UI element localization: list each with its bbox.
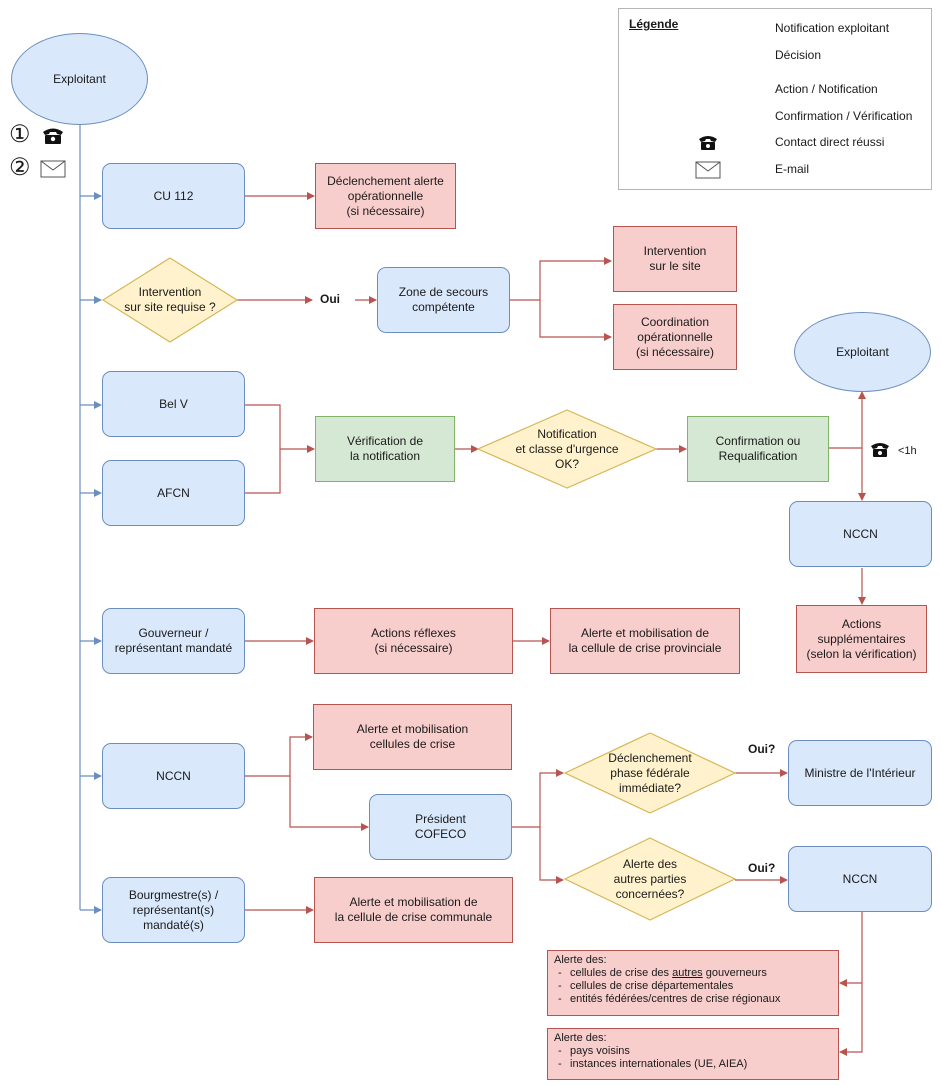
- list-item: -cellules de crise des autres gouverneur…: [558, 967, 767, 979]
- actions-reflexes-label: Actions réflexes (si nécessaire): [371, 626, 456, 655]
- oui-question-label: Oui?: [748, 742, 776, 756]
- alerte-communale-node: Alerte et mobilisation de la cellule de …: [314, 877, 513, 943]
- exploitant-start-label: Exploitant: [53, 71, 106, 86]
- alerte-cellules-node: Alerte et mobilisation cellules de crise: [313, 704, 512, 770]
- delay-label: <1h: [898, 445, 917, 457]
- gouverneur-node: Gouverneur / représentant mandaté: [102, 608, 245, 674]
- legend-label-notification: Notification exploitant: [775, 21, 890, 35]
- oui-question-label: Oui?: [748, 861, 776, 875]
- bourgmestre-label: Bourgmestre(s) / représentant(s) mandaté…: [128, 887, 219, 932]
- notification-decision-label: Notification et classe d'urgence OK?: [515, 426, 619, 471]
- legend-label-action: Action / Notification: [775, 82, 878, 96]
- actions-supplementaires-label: Actions supplémentaires (selon la vérifi…: [806, 616, 917, 661]
- belv-node: Bel V: [102, 371, 245, 437]
- list-item: -entités fédérées/centres de crise régio…: [558, 993, 781, 1005]
- email-icon: [695, 161, 721, 179]
- ministre-node: Ministre de l'Intérieur: [788, 740, 932, 806]
- notification-decision: Notification et classe d'urgence OK?: [478, 410, 656, 488]
- ministre-label: Ministre de l'Intérieur: [804, 765, 916, 780]
- exploitant-return-label: Exploitant: [836, 344, 889, 359]
- zone-secours-node: Zone de secours compétente: [377, 267, 510, 333]
- afcn-label: AFCN: [157, 485, 190, 500]
- zone-secours-label: Zone de secours compétente: [398, 285, 489, 314]
- alerte-communale-label: Alerte et mobilisation de la cellule de …: [334, 895, 493, 924]
- alerte-provinciale-node: Alerte et mobilisation de la cellule de …: [550, 608, 740, 674]
- president-cofeco-node: Président COFECO: [369, 794, 512, 860]
- action-links: [237, 192, 866, 1056]
- legend-label-confirmation: Confirmation / Vérification: [775, 109, 913, 123]
- diamond-shapes: [101, 257, 737, 921]
- verification-label: Vérification de la notification: [346, 434, 424, 463]
- email-icon: [40, 160, 66, 178]
- belv-label: Bel V: [159, 396, 188, 411]
- alerte-list-international: Alerte des: -pays voisins -instances int…: [547, 1028, 839, 1080]
- nccn-right-node: NCCN: [789, 501, 932, 567]
- alerte-provinciale-label: Alerte et mobilisation de la cellule de …: [568, 626, 722, 655]
- exploitant-start: Exploitant: [11, 33, 148, 125]
- legend-label-email: E-mail: [775, 162, 810, 176]
- exploitant-return: Exploitant: [794, 312, 931, 392]
- actions-supplementaires-node: Actions supplémentaires (selon la vérifi…: [796, 605, 927, 673]
- alerte-list-international-title: Alerte des:: [554, 1032, 607, 1044]
- actions-reflexes-node: Actions réflexes (si nécessaire): [314, 608, 513, 674]
- cu112-node: CU 112: [102, 163, 245, 229]
- intervention-site-node: Intervention sur le site: [613, 226, 737, 292]
- phase-federale-decision: Déclenchement phase fédérale immédiate?: [565, 733, 735, 813]
- intervention-decision-label: Intervention sur site requise ?: [124, 285, 216, 314]
- nccn-left-label: NCCN: [156, 768, 191, 783]
- intervention-site-label: Intervention sur le site: [643, 244, 707, 273]
- autres-parties-decision-label: Alerte des autres parties concernées?: [613, 856, 687, 901]
- coordination-node: Coordination opérationnelle (si nécessai…: [613, 304, 737, 370]
- step-two-number: ②: [9, 154, 31, 181]
- list-item: -cellules de crise départementales: [558, 980, 734, 992]
- confirmation-label: Confirmation ou Requalification: [715, 434, 801, 463]
- alerte-list-regional-title: Alerte des:: [554, 954, 607, 966]
- alerte-list-regional: Alerte des: -cellules de crise des autre…: [547, 950, 839, 1016]
- nccn-bottom-label: NCCN: [842, 871, 878, 886]
- nccn-bottom-node: NCCN: [788, 846, 932, 912]
- verification-node: Vérification de la notification: [315, 416, 455, 482]
- nccn-right-label: NCCN: [843, 526, 878, 541]
- phase-federale-decision-label: Déclenchement phase fédérale immédiate?: [608, 750, 692, 795]
- step-one-number: ①: [9, 121, 31, 148]
- list-item: -pays voisins: [558, 1045, 630, 1057]
- president-cofeco-label: Président COFECO: [414, 812, 467, 841]
- gouverneur-label: Gouverneur / représentant mandaté: [114, 626, 233, 655]
- confirmation-node: Confirmation ou Requalification: [687, 416, 829, 482]
- alerte-operationnelle-node: Déclenchement alerte opérationnelle (si …: [315, 163, 456, 229]
- alerte-operationnelle-label: Déclenchement alerte opérationnelle (si …: [327, 173, 444, 218]
- bourgmestre-node: Bourgmestre(s) / représentant(s) mandaté…: [102, 877, 245, 943]
- notification-trunk: [79, 112, 102, 914]
- phone-icon: [43, 128, 63, 144]
- oui-label: Oui: [320, 292, 340, 306]
- legend-label-decision: Décision: [775, 48, 822, 62]
- legend-label-contact: Contact direct réussi: [775, 135, 885, 149]
- alerte-cellules-label: Alerte et mobilisation cellules de crise: [356, 722, 469, 751]
- autres-parties-decision: Alerte des autres parties concernées?: [565, 838, 735, 920]
- phone-icon: [871, 443, 889, 457]
- intervention-decision: Intervention sur site requise ?: [103, 258, 237, 342]
- legend-title: Légende: [629, 17, 679, 31]
- phone-icon: [699, 136, 717, 150]
- afcn-node: AFCN: [102, 460, 245, 526]
- nccn-left-node: NCCN: [102, 743, 245, 809]
- list-item: -instances internationales (UE, AIEA): [558, 1058, 748, 1070]
- coordination-label: Coordination opérationnelle (si nécessai…: [635, 314, 715, 359]
- legend: Légende Notification exploitant Décision…: [618, 8, 932, 190]
- cu112-label: CU 112: [153, 188, 194, 203]
